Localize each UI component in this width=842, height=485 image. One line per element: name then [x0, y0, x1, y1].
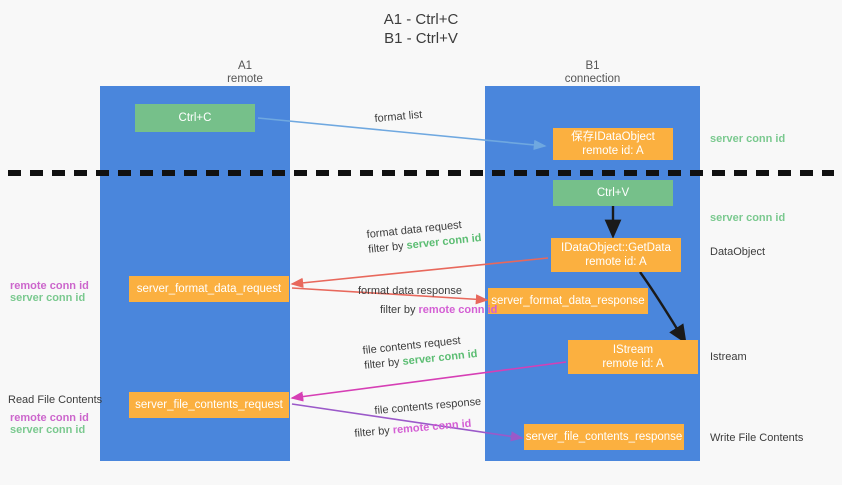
annotation-read-file-contents: Read File Contents	[8, 394, 103, 406]
column-header-a1: A1 remote	[227, 60, 263, 85]
edge-label-file-contents-response-filter: filter by remote conn id	[354, 416, 484, 442]
box-istream[interactable]: IStream remote id: A	[568, 340, 698, 374]
box-server-format-data-request[interactable]: server_format_data_request	[129, 276, 289, 302]
box-idataobject-getdata[interactable]: IDataObject::GetData remote id: A	[551, 238, 681, 272]
annotation-remote-conn-id-1: remote conn id	[10, 280, 89, 292]
box-server-file-contents-response[interactable]: server_file_contents_response	[524, 424, 684, 450]
annotation-server-conn-id-mid: server conn id	[710, 212, 786, 224]
edge-label-format-data-response-text: format data response	[358, 285, 462, 297]
box-ctrl-v[interactable]: Ctrl+V	[553, 180, 673, 206]
annotation-server-conn-id-top: server conn id	[710, 133, 786, 145]
filter-prefix: filter by	[363, 355, 404, 372]
phase-divider	[8, 170, 834, 176]
column-header-b1: B1 connection	[564, 60, 621, 85]
page-title: A1 - Ctrl+C B1 - Ctrl+V	[383, 11, 459, 47]
edge-label-format-list: format list	[374, 108, 423, 127]
annotation-server-conn-id-1: server conn id	[10, 292, 86, 304]
edge-label-format-list-text: format list	[374, 108, 423, 125]
box-server-format-data-response[interactable]: server_format_data_response	[488, 288, 648, 314]
edge-label-format-data-response: format data response filter by remote co…	[358, 284, 497, 318]
edge-label-format-data-response-filter: filter by remote conn id	[358, 303, 497, 318]
box-save-idataobject[interactable]: 保存IDataObject remote id: A	[553, 128, 673, 160]
box-server-file-contents-request[interactable]: server_file_contents_request	[129, 392, 289, 418]
annotation-server-conn-id-2: server conn id	[10, 424, 86, 436]
edge-label-file-contents-response: file contents response filter by remote …	[352, 395, 484, 442]
annotation-write-file-contents: Write File Contents	[710, 432, 804, 444]
filter-prefix: filter by	[380, 304, 419, 316]
box-ctrl-c[interactable]: Ctrl+C	[135, 104, 255, 132]
filter-prefix: filter by	[353, 424, 394, 440]
annotation-dataobject: DataObject	[710, 246, 766, 258]
edge-label-file-contents-request: file contents request filter by server c…	[362, 332, 478, 374]
filter-key-remote-conn-id: remote conn id	[418, 304, 498, 316]
edge-label-format-data-request: format data request filter by server con…	[366, 216, 482, 258]
filter-prefix: filter by	[367, 239, 408, 256]
annotation-istream: Istream	[710, 351, 747, 363]
filter-key-remote-conn-id: remote conn id	[392, 417, 472, 437]
annotation-remote-conn-id-2: remote conn id	[10, 412, 89, 424]
